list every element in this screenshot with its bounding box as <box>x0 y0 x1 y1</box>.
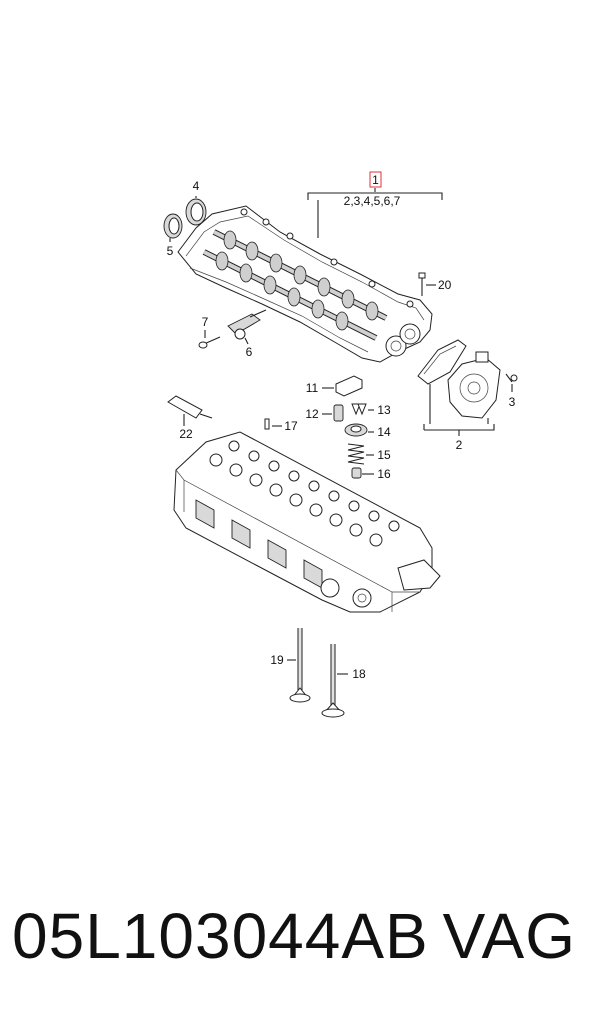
callout-22-label: 22 <box>179 427 193 441</box>
callout-15-label: 15 <box>377 448 391 462</box>
callout-1-group-label: 2,3,4,5,6,7 <box>344 194 401 208</box>
sealant-tube-22[interactable]: 22 <box>167 395 213 441</box>
gasket-plate[interactable] <box>417 339 467 385</box>
head-valve-pockets <box>209 440 400 547</box>
brand-name: VAG <box>442 900 576 972</box>
part-number-caption: 05L103044AB VAG <box>12 896 592 976</box>
valve-spring-15[interactable]: 15 <box>347 443 391 465</box>
callout-2-label: 2 <box>456 438 463 452</box>
callout-20-label: 20 <box>438 278 452 292</box>
callout-6-label: 6 <box>246 345 253 359</box>
callout-2[interactable]: 2 <box>423 384 495 452</box>
cotter-13[interactable]: 13 <box>351 403 391 417</box>
vacuum-pump[interactable] <box>447 351 501 419</box>
callout-14-label: 14 <box>377 425 391 439</box>
rocker-arm-11[interactable]: 11 <box>306 375 363 397</box>
exhaust-valve-19[interactable]: 19 <box>270 628 311 703</box>
callout-1[interactable]: 1 2,3,4,5,6,7 <box>307 171 443 238</box>
callout-7-label: 7 <box>202 315 209 329</box>
callout-3-label: 3 <box>509 395 516 409</box>
callout-13-label: 13 <box>377 403 391 417</box>
callout-16-label: 16 <box>377 467 391 481</box>
bolt-20[interactable]: 20 <box>418 272 452 296</box>
callout-1-label: 1 <box>372 173 379 187</box>
camshaft-housing <box>177 205 433 363</box>
parts-diagram: 1 2,3,4,5,6,7 <box>163 171 518 718</box>
valve-stem-seal-14[interactable]: 14 <box>344 423 391 439</box>
lifter-12[interactable]: 12 <box>305 404 344 422</box>
callout-11-label: 11 <box>306 381 319 395</box>
callout-18-label: 18 <box>352 667 366 681</box>
camshaft-upper <box>212 229 388 321</box>
callout-4-label: 4 <box>193 179 200 193</box>
callout-5-label: 5 <box>167 244 174 258</box>
callout-12-label: 12 <box>305 407 319 421</box>
spring-seat-16[interactable]: 16 <box>351 467 391 481</box>
bolt-7[interactable]: 7 <box>198 315 221 349</box>
sensor-6[interactable]: 6 <box>227 309 267 359</box>
seal-ring-4[interactable]: 4 <box>185 179 207 226</box>
intake-valve-18[interactable]: 18 <box>321 644 366 718</box>
seal-ring-5[interactable]: 5 <box>163 213 183 258</box>
callout-17-label: 17 <box>284 419 298 433</box>
camshaft-lower <box>202 249 378 341</box>
callout-19-label: 19 <box>270 653 284 667</box>
bolt-3[interactable]: 3 <box>505 373 518 409</box>
cylinder-head[interactable] <box>173 431 441 613</box>
dowel-17[interactable]: 17 <box>264 418 298 433</box>
part-number: 05L103044AB <box>12 900 429 972</box>
